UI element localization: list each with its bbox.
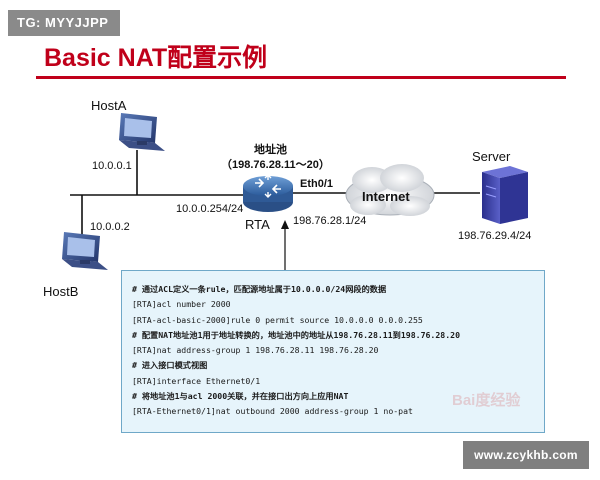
config-line: # 将地址池1与acl 2000关联，并在接口出方向上应用NAT	[132, 391, 349, 402]
config-line: [RTA]nat address-group 1 198.76.28.11 19…	[132, 345, 379, 356]
config-line: [RTA]acl number 2000	[132, 299, 231, 310]
router-inside-ip: 10.0.0.254/24	[176, 203, 244, 215]
hosta-label: HostA	[91, 98, 127, 113]
hosta-ip: 10.0.0.1	[92, 160, 132, 172]
config-line: [RTA-acl-basic-2000]rule 0 permit source…	[132, 314, 423, 325]
title-underline	[36, 76, 566, 79]
hostb-label: HostB	[43, 284, 79, 299]
site-watermark: www.zcykhb.com	[463, 441, 589, 469]
page-title: Basic NAT配置示例	[44, 44, 268, 72]
config-line: # 通过ACL定义一条rule，匹配源地址属于10.0.0.0/24网段的数据	[132, 284, 387, 294]
hostb-ip: 10.0.0.2	[90, 221, 130, 233]
watermark-tag: TG: MYYJJPP	[8, 10, 120, 36]
router-icon	[243, 174, 293, 212]
config-code-box: # 通过ACL定义一条rule，匹配源地址属于10.0.0.0/24网段的数据 …	[121, 270, 545, 433]
links	[70, 150, 480, 270]
hosta-computer-icon	[119, 113, 165, 151]
address-pool-range: （198.76.28.11～20）	[221, 159, 330, 171]
callout-arrowhead	[281, 220, 289, 229]
router-interface-label: Eth0/1	[300, 178, 334, 190]
internet-cloud-icon	[345, 164, 435, 216]
config-line: # 配置NAT地址池1用于地址转换的，地址池中的地址从198.76.28.11到…	[132, 329, 461, 340]
config-line: [RTA-Ethernet0/1]nat outbound 2000 addre…	[132, 406, 413, 417]
router-label: RTA	[245, 217, 270, 232]
address-pool-label: 地址池	[254, 144, 287, 156]
config-line: # 进入接口模式视图	[132, 360, 208, 371]
server-label: Server	[472, 149, 511, 164]
hostb-computer-icon	[62, 232, 108, 270]
server-icon	[482, 166, 528, 224]
internet-label: Internet	[362, 189, 410, 204]
baidu-watermark: Bai度经验	[452, 392, 521, 409]
config-line: [RTA]interface Ethernet0/1	[132, 375, 261, 386]
server-ip: 198.76.29.4/24	[458, 230, 532, 242]
router-outside-ip: 198.76.28.1/24	[293, 215, 367, 227]
